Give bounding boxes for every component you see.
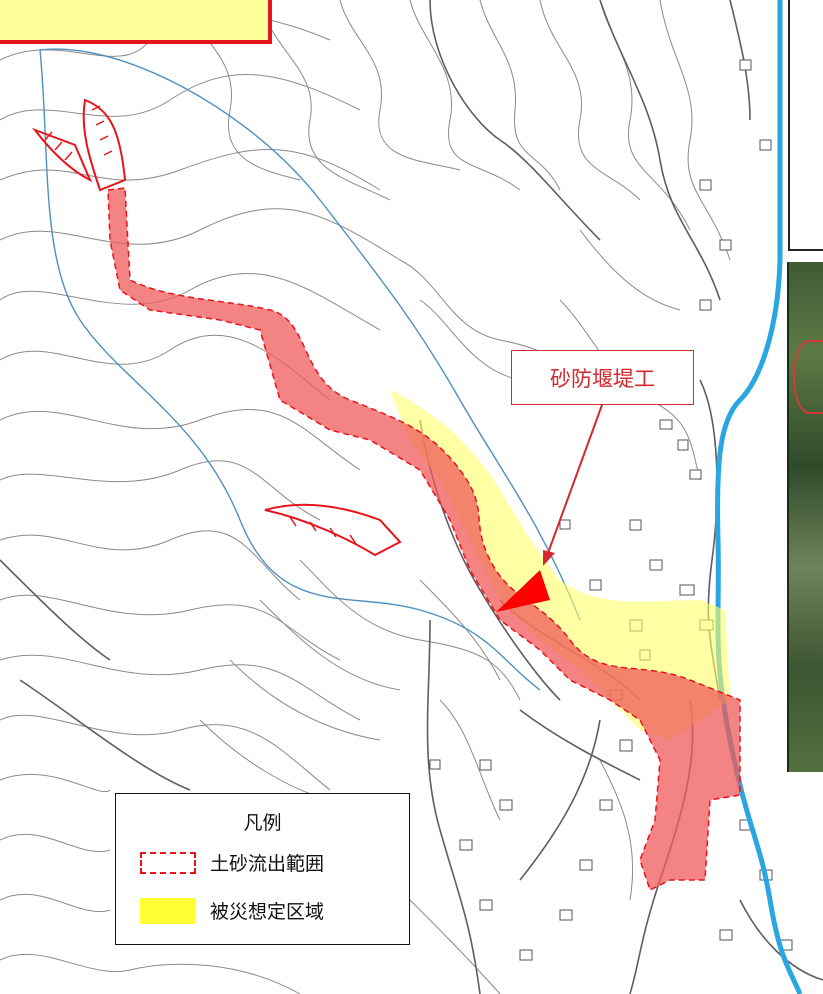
debris-flow-range [107, 187, 741, 892]
legend-title: 凡例 [243, 812, 282, 834]
check-dam-marker [496, 570, 550, 612]
hatch-marks [44, 105, 357, 545]
info-box [788, 0, 823, 251]
legend: 凡例 土砂流出範囲 被災想定区域 [115, 793, 410, 945]
legend-swatch-yellow [140, 897, 196, 924]
stream-lines [39, 48, 581, 691]
check-dam-callout-label: 砂防堰堤工 [550, 366, 655, 391]
callout-arrow [543, 404, 603, 566]
title-box [0, 0, 272, 44]
aerial-photo-inset [787, 262, 823, 772]
legend-swatch-dashed [140, 851, 196, 874]
legend-item-label: 被災想定区域 [210, 901, 325, 923]
check-dam-callout: 砂防堰堤工 [511, 350, 694, 405]
legend-item-label: 土砂流出範囲 [210, 853, 325, 875]
slope-collapse-areas [32, 98, 402, 557]
damage-zone [390, 390, 730, 740]
legend-item-damage-zone: 被災想定区域 [140, 897, 324, 924]
legend-item-debris-flow: 土砂流出範囲 [140, 849, 324, 876]
contour-lines [0, 0, 731, 994]
